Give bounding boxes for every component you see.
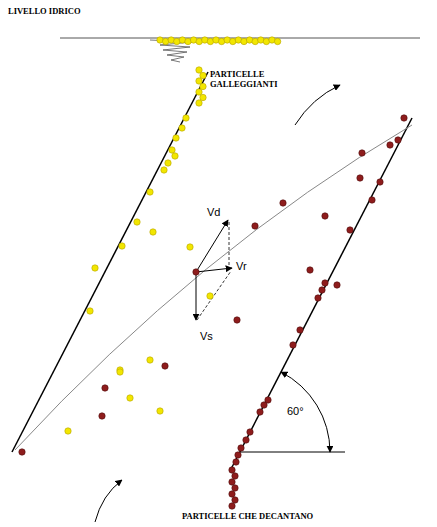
floating-label: PARTICELLE GALLEGGIANTI	[210, 70, 292, 90]
vector-label: Vr	[236, 260, 247, 273]
flow-arrow-out	[295, 85, 340, 125]
floating-particle	[157, 408, 163, 414]
particles	[19, 37, 407, 509]
floating-particle	[173, 135, 179, 141]
floating-particle	[134, 219, 140, 225]
vector-label: Vs	[200, 330, 213, 343]
settling-particle	[347, 227, 353, 233]
floating-particle	[196, 89, 202, 95]
flow-arrow-in	[95, 480, 122, 522]
floating-particle	[200, 94, 206, 100]
settling-particle	[322, 280, 328, 286]
settling-particle	[229, 491, 235, 497]
flow-line	[15, 125, 412, 450]
vector-label: Vd	[207, 206, 220, 219]
floating-particle	[196, 67, 202, 73]
angle-baseline	[240, 452, 345, 453]
floating-particle	[179, 125, 185, 131]
settling-particle	[357, 175, 363, 181]
settling-particle	[193, 269, 199, 275]
floating-particle	[127, 395, 133, 401]
settling-particle	[229, 503, 235, 509]
settling-particle	[102, 385, 108, 391]
floating-particle	[169, 147, 175, 153]
settling-particle	[232, 473, 238, 479]
settling-particle	[232, 497, 238, 503]
settling-particle	[401, 115, 407, 121]
settling-particle	[315, 295, 321, 301]
floating-particle	[200, 72, 206, 78]
angle-label: 60°	[287, 405, 304, 418]
vd-vector	[196, 220, 228, 272]
vector-construction	[197, 271, 231, 320]
floating-particle	[196, 78, 202, 84]
angle-arc	[281, 372, 330, 452]
vr-vector	[196, 268, 232, 272]
settling-particle	[252, 223, 258, 229]
floating-particle	[172, 153, 178, 159]
settling-particle	[322, 213, 328, 219]
settling-particle	[280, 200, 286, 206]
floating-particle	[161, 167, 167, 173]
settling-particle	[261, 402, 267, 408]
left-plate	[12, 72, 208, 452]
floating-particle	[165, 160, 171, 166]
settling-particle	[19, 449, 25, 455]
settling-particle	[162, 363, 168, 369]
vector-construction	[229, 222, 230, 266]
floating-particle	[147, 357, 153, 363]
floating-particle	[65, 428, 71, 434]
settling-particle	[235, 452, 241, 458]
settling-particle	[232, 485, 238, 491]
settling-particle	[234, 317, 240, 323]
floating-particle	[150, 229, 156, 235]
settling-particle	[229, 467, 235, 473]
right-plate	[230, 118, 412, 471]
settling-particle	[359, 150, 365, 156]
floating-particle	[187, 244, 193, 250]
floating-particle	[119, 243, 125, 249]
settling-label: PARTICELLE CHE DECANTANO	[182, 512, 313, 522]
settling-particle	[229, 479, 235, 485]
floating-particle	[196, 100, 202, 106]
settling-particle	[395, 137, 401, 143]
settling-particle	[369, 197, 375, 203]
floating-particle	[117, 369, 123, 375]
settling-particle	[319, 287, 325, 293]
floating-particle	[274, 38, 280, 44]
settling-particle	[297, 327, 303, 333]
settling-particle	[334, 282, 340, 288]
settling-particle	[290, 342, 296, 348]
floating-particle	[207, 293, 213, 299]
settling-particle	[377, 179, 383, 185]
floating-particle	[200, 83, 206, 89]
settling-particle	[99, 413, 105, 419]
water-level-label: LIVELLO IDRICO	[8, 7, 81, 17]
floating-particle	[92, 265, 98, 271]
floating-particle	[183, 115, 189, 121]
settling-particle	[307, 267, 313, 273]
floating-particle	[87, 308, 93, 314]
settling-particle	[387, 142, 393, 148]
settling-particle	[243, 437, 249, 443]
vs-vector	[196, 272, 197, 320]
settling-particle	[247, 429, 253, 435]
settling-particle	[257, 409, 263, 415]
floating-particle	[147, 189, 153, 195]
settling-particle	[238, 445, 244, 451]
settling-particle	[233, 459, 239, 465]
